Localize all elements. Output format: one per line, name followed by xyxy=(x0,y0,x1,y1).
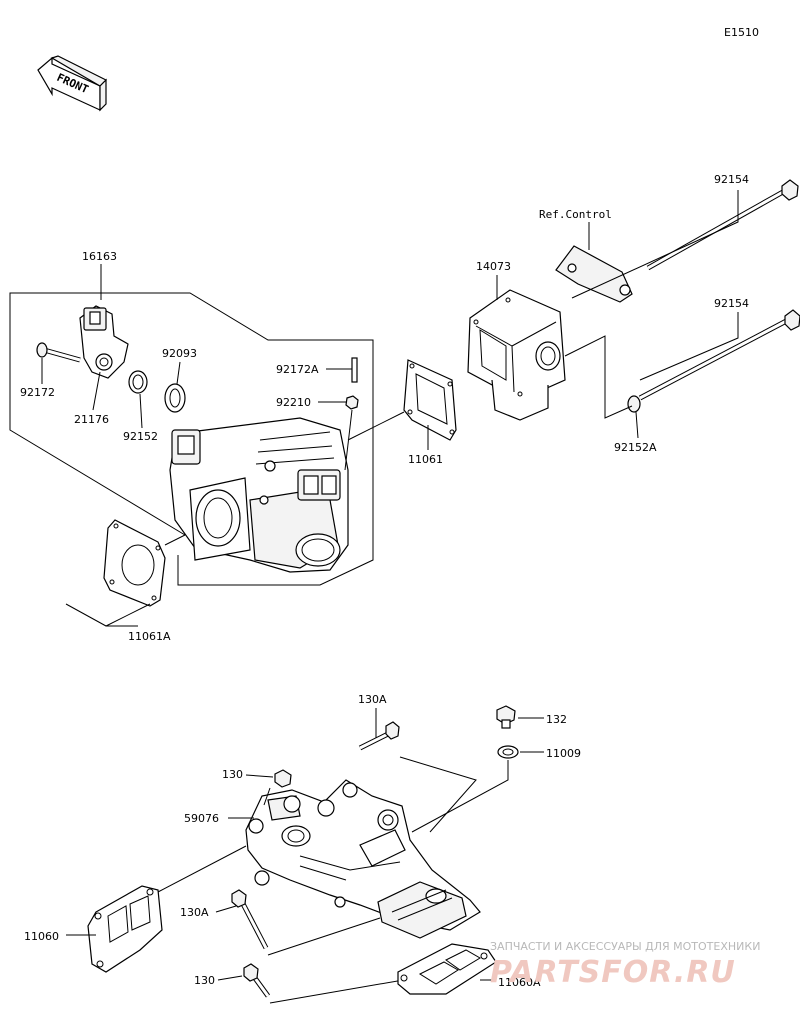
stud-92172A xyxy=(351,357,358,383)
label-16163: 16163 xyxy=(82,250,117,263)
label-14073: 14073 xyxy=(476,260,511,273)
bolt-92154-top xyxy=(646,179,799,271)
label-92154-mid: 92154 xyxy=(714,297,749,310)
label-21176: 21176 xyxy=(74,413,109,426)
label-11061A: 11061A xyxy=(128,630,171,643)
throttle-sensor xyxy=(79,305,129,379)
watermark-tagline: ЗАПЧАСТИ И АКСЕССУАРЫ ДЛЯ МОТОТЕХНИКИ xyxy=(490,940,760,953)
label-59076: 59076 xyxy=(184,812,219,825)
screw-92172 xyxy=(36,342,81,363)
assembly-bracket xyxy=(9,292,186,536)
label-130A-bottom: 130A xyxy=(180,906,209,919)
label-130A-top: 130A xyxy=(358,693,387,706)
washer-11009 xyxy=(497,745,519,759)
bolt-130A-bottom xyxy=(231,889,269,950)
label-130-bottom: 130 xyxy=(194,974,215,987)
label-130-top: 130 xyxy=(222,768,243,781)
watermark-logo: PARTSFOR.RU xyxy=(490,955,736,990)
bolt-132 xyxy=(496,705,516,729)
gasket-11061 xyxy=(403,359,457,441)
gasket-11060 xyxy=(87,885,163,973)
intake-manifold xyxy=(245,779,481,939)
label-92093: 92093 xyxy=(162,347,197,360)
label-92152: 92152 xyxy=(123,430,158,443)
label-92154-top: 92154 xyxy=(714,173,749,186)
ref-control-label: Ref.Control xyxy=(539,208,612,221)
label-11009: 11009 xyxy=(546,747,581,760)
adapter-14073 xyxy=(467,289,566,421)
label-132: 132 xyxy=(546,713,567,726)
label-11060: 11060 xyxy=(24,930,59,943)
bolt-92154-mid xyxy=(638,309,800,401)
diagram-code: E1510 xyxy=(724,26,759,39)
gasket-11061A xyxy=(103,519,166,607)
nut-92210 xyxy=(345,395,359,410)
label-11061: 11061 xyxy=(408,453,443,466)
bolt-130-bottom xyxy=(243,963,271,998)
front-arrow-icon: FRONT xyxy=(37,55,108,112)
control-bracket xyxy=(555,245,633,303)
oring-92093 xyxy=(164,383,186,413)
gasket-11060A xyxy=(397,943,497,995)
washer-92152A xyxy=(627,395,641,413)
label-92152A: 92152A xyxy=(614,441,657,454)
label-92172: 92172 xyxy=(20,386,55,399)
clip-92152 xyxy=(128,370,148,394)
label-92210: 92210 xyxy=(276,396,311,409)
label-92172A: 92172A xyxy=(276,363,319,376)
throttle-body xyxy=(169,417,349,573)
bolt-130-top xyxy=(274,769,292,788)
label-11060A: 11060A xyxy=(498,976,541,989)
bolt-130A-top xyxy=(358,721,400,751)
